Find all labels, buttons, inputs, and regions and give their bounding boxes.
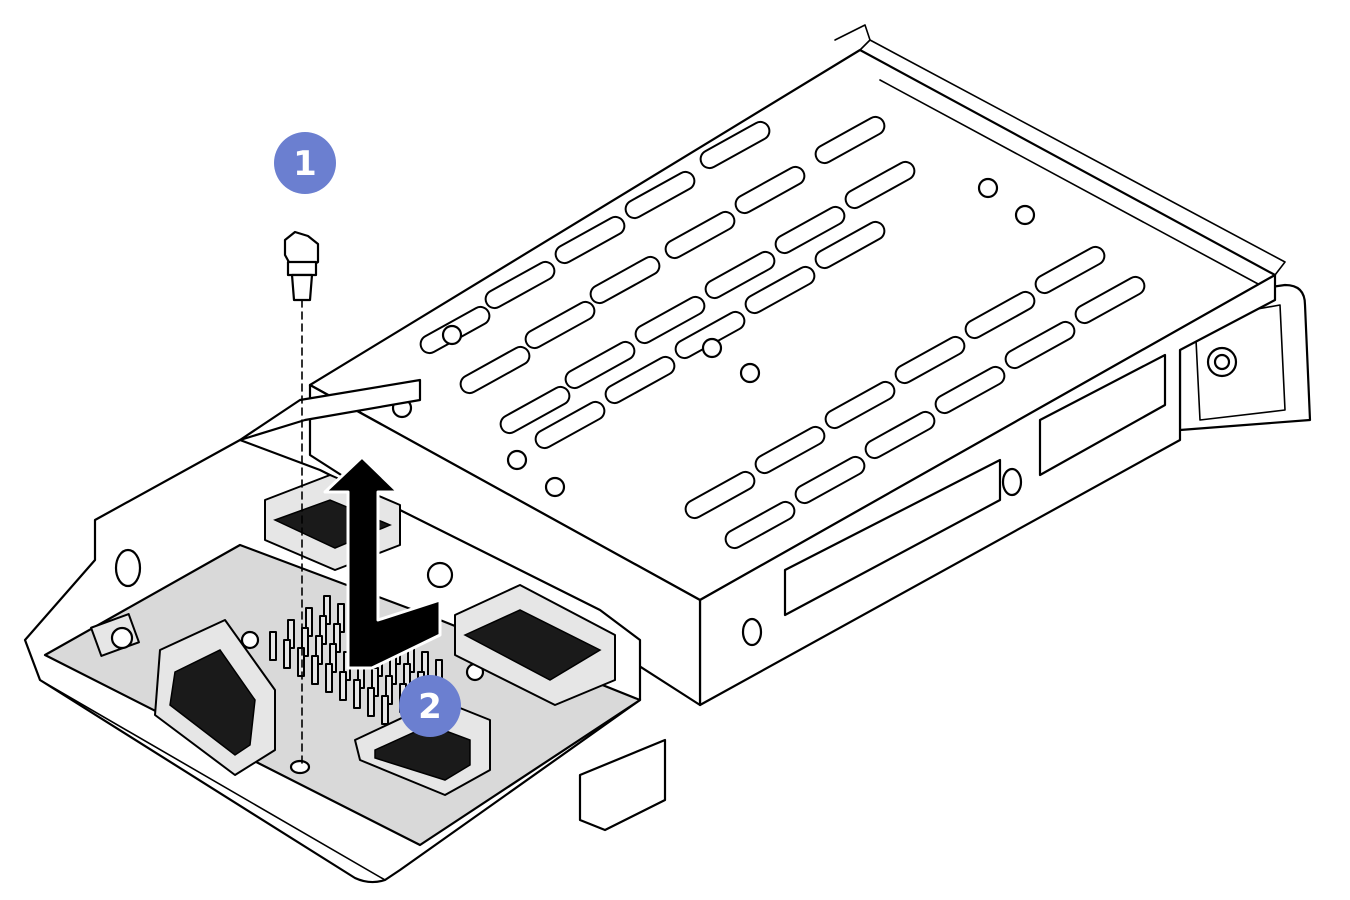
- vent-slot: [1034, 245, 1106, 295]
- vent-slot: [864, 410, 936, 460]
- heatsink-fin: [339, 671, 347, 701]
- callout-2-label: 2: [418, 687, 442, 727]
- vent-slot: [844, 160, 916, 210]
- vent-slot: [484, 260, 556, 310]
- callout-1-label: 1: [293, 144, 317, 184]
- vent-slot: [524, 300, 596, 350]
- callout-2: 2: [399, 675, 461, 737]
- backplane-board: [43, 474, 642, 847]
- vent-slot: [814, 115, 886, 165]
- vent-slot: [699, 120, 771, 170]
- vent-slot: [589, 255, 661, 305]
- vent-slot: [964, 290, 1036, 340]
- boss: [506, 449, 528, 471]
- vent-slot: [754, 425, 826, 475]
- removal-arrow: [323, 455, 442, 670]
- vent-slot: [624, 170, 696, 220]
- vent-slot: [664, 210, 736, 260]
- vent-slot: [604, 355, 676, 405]
- heatsink-fin: [381, 695, 389, 725]
- vent-slot: [564, 340, 636, 390]
- boss: [544, 476, 566, 498]
- vent-slot: [824, 380, 896, 430]
- boss: [701, 337, 723, 359]
- vent-slot: [554, 215, 626, 265]
- vent-slot: [1004, 320, 1076, 370]
- vent-slot: [814, 220, 886, 270]
- vent-slots: [391, 115, 1146, 550]
- vent-slot: [499, 385, 571, 435]
- heatsink-fin: [367, 687, 375, 717]
- boss: [739, 362, 761, 384]
- vent-slot: [934, 365, 1006, 415]
- vent-slot: [894, 335, 966, 385]
- heatsink-fin: [353, 679, 361, 709]
- vent-slot: [774, 205, 846, 255]
- callout-1: 1: [274, 132, 336, 194]
- vent-slot: [459, 345, 531, 395]
- vent-slot: [534, 400, 606, 450]
- heatsink-fin: [311, 655, 319, 685]
- heatsink-fin: [269, 631, 277, 661]
- vent-slot: [634, 295, 706, 345]
- vent-slot: [734, 165, 806, 215]
- vent-slot: [724, 500, 796, 550]
- screw-hole: [289, 759, 311, 775]
- vent-slot: [704, 250, 776, 300]
- vent-slot: [1074, 275, 1146, 325]
- screw: [283, 230, 320, 768]
- boss: [441, 324, 463, 346]
- callout-1-circle: [274, 132, 336, 194]
- callout-2-circle: [399, 675, 461, 737]
- vent-slot: [794, 455, 866, 505]
- vent-slot: [684, 470, 756, 520]
- vent-slot: [744, 265, 816, 315]
- heatsink-fin: [325, 663, 333, 693]
- boss: [977, 177, 999, 199]
- heatsink-fin: [297, 647, 305, 677]
- heatsink-fin: [283, 639, 291, 669]
- boss: [1014, 204, 1036, 226]
